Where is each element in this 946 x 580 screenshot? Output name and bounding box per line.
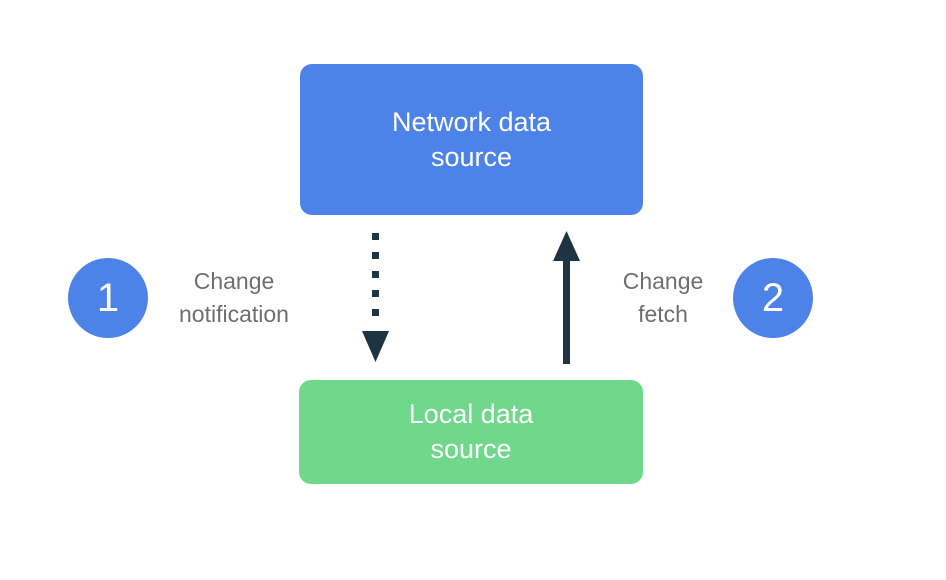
step-2-badge: 2 — [733, 258, 813, 338]
step-2-number: 2 — [761, 275, 785, 320]
network-node-label-line2: source — [430, 141, 513, 172]
step-1-badge: 1 — [68, 258, 148, 338]
step-1-label-line2: notification — [179, 301, 289, 327]
step-1-number: 1 — [96, 275, 120, 320]
local-data-source-node: Local data source — [299, 380, 643, 484]
local-node-label-line2: source — [430, 434, 512, 464]
network-node-label-line1: Network data — [391, 106, 552, 137]
step-1-label-line1: Change — [193, 268, 275, 294]
step-2-label-line2: fetch — [638, 301, 688, 327]
step-2-label: Change fetch — [563, 265, 763, 331]
step-1-label: Change notification — [134, 265, 334, 331]
local-node-label: Local data source — [409, 397, 534, 467]
change-notification-arrow-dotted-down — [362, 233, 389, 362]
step-2-label-line1: Change — [622, 268, 704, 294]
network-data-source-node: Network data source — [300, 64, 643, 215]
local-node-label-line1: Local data — [408, 399, 534, 429]
network-node-label: Network data source — [392, 105, 551, 175]
